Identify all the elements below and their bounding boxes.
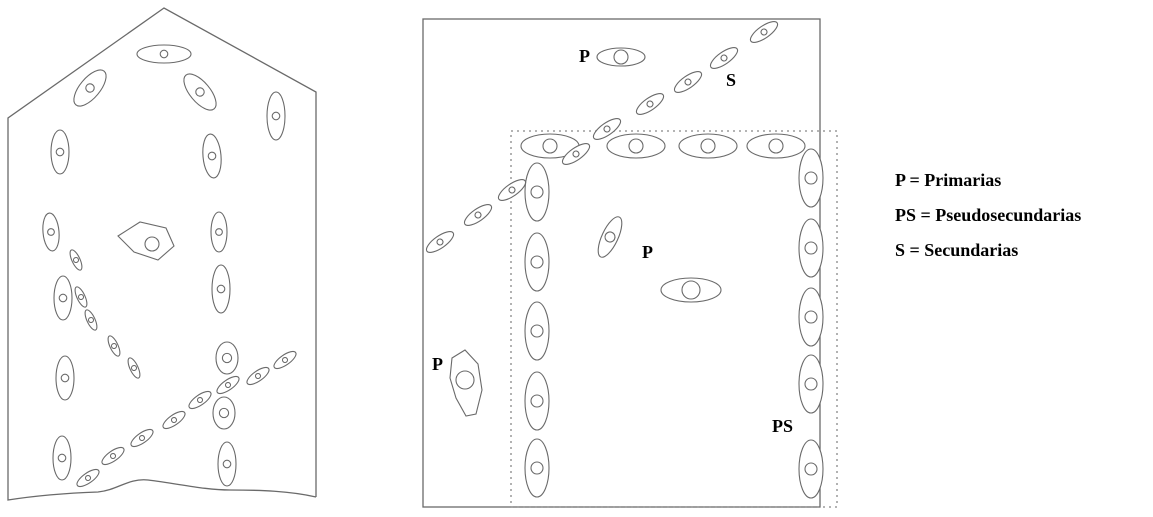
primary-stoma (211, 264, 231, 314)
secondary-stoma (84, 309, 98, 331)
primary-stoma (597, 216, 623, 258)
primary-stoma (183, 73, 217, 111)
secondary-stoma (497, 179, 527, 201)
secondary-stoma (673, 71, 703, 93)
primary-stoma (52, 435, 72, 481)
primary-stoma (202, 133, 222, 179)
label-secondary-top: S (726, 70, 736, 90)
pseudosecondary-stoma (524, 162, 550, 222)
pseudosecondary-stoma (520, 133, 580, 159)
left-stomata-group (42, 44, 297, 488)
secondary-stoma (76, 468, 100, 488)
primary-stoma (210, 211, 228, 253)
secondary-stoma (635, 93, 665, 115)
primary-stoma (217, 441, 237, 487)
secondary-stoma (425, 231, 455, 253)
primary-stoma (53, 275, 73, 321)
left-section-outline (7, 7, 317, 501)
secondary-stoma (162, 410, 186, 430)
pseudosecondary-dotted-boundary (510, 130, 838, 508)
primary-stoma (212, 396, 236, 430)
pseudosecondary-stoma (606, 133, 666, 159)
secondary-stoma (69, 249, 83, 271)
pseudosecondary-stoma (746, 133, 806, 159)
label-primary-left: P (432, 354, 443, 374)
pseudosecondary-stoma (524, 232, 550, 292)
secondary-stoma (188, 390, 212, 410)
secondary-stoma (101, 446, 125, 466)
primary-stoma (266, 91, 286, 141)
left-panel (7, 7, 317, 501)
primary-stoma (50, 129, 70, 175)
secondary-stoma (130, 428, 154, 448)
primary-stoma (660, 277, 722, 303)
pseudosecondary-stoma (678, 133, 738, 159)
legend-item-primarias: P = Primarias (895, 170, 1001, 190)
secondary-stoma (561, 143, 591, 165)
secondary-stoma (107, 335, 121, 357)
primary-stoma (596, 47, 646, 67)
primary-stoma (215, 341, 239, 375)
secondary-stoma (127, 357, 141, 379)
primary-stoma (136, 44, 192, 64)
pseudosecondary-stoma (798, 287, 824, 347)
legend: P = Primarias PS = Pseudosecundarias S =… (895, 170, 1081, 260)
pseudosecondary-stoma (798, 354, 824, 414)
primary-stoma (73, 69, 107, 107)
secondary-stoma (273, 350, 297, 370)
label-primary-center: P (642, 242, 653, 262)
secondary-stoma (74, 286, 88, 308)
label-pseudosecondary: PS (772, 416, 793, 436)
primary-stoma-irregular (117, 221, 175, 261)
pseudosecondary-stoma (798, 439, 824, 499)
secondary-stoma (216, 375, 240, 395)
label-primary-top: P (579, 46, 590, 66)
secondary-stoma (709, 47, 739, 69)
right-panel: P S P P PS (422, 18, 838, 508)
secondary-stoma (592, 118, 622, 140)
pseudosecondary-stoma (524, 438, 550, 498)
primary-stoma (55, 355, 75, 401)
pseudosecondary-stoma (798, 218, 824, 278)
pseudosecondary-stoma (798, 148, 824, 208)
legend-item-secundarias: S = Secundarias (895, 240, 1018, 260)
pseudosecondary-stoma (524, 301, 550, 361)
secondary-stoma (749, 21, 779, 43)
right-stomata-group (425, 21, 824, 499)
secondary-stoma (463, 204, 493, 226)
secondary-stoma (246, 366, 270, 386)
primary-stoma (42, 212, 60, 252)
legend-item-pseudosecundarias: PS = Pseudosecundarias (895, 205, 1081, 225)
right-section-outline (422, 18, 821, 508)
primary-stoma-irregular (449, 349, 483, 417)
pseudosecondary-stoma (524, 371, 550, 431)
